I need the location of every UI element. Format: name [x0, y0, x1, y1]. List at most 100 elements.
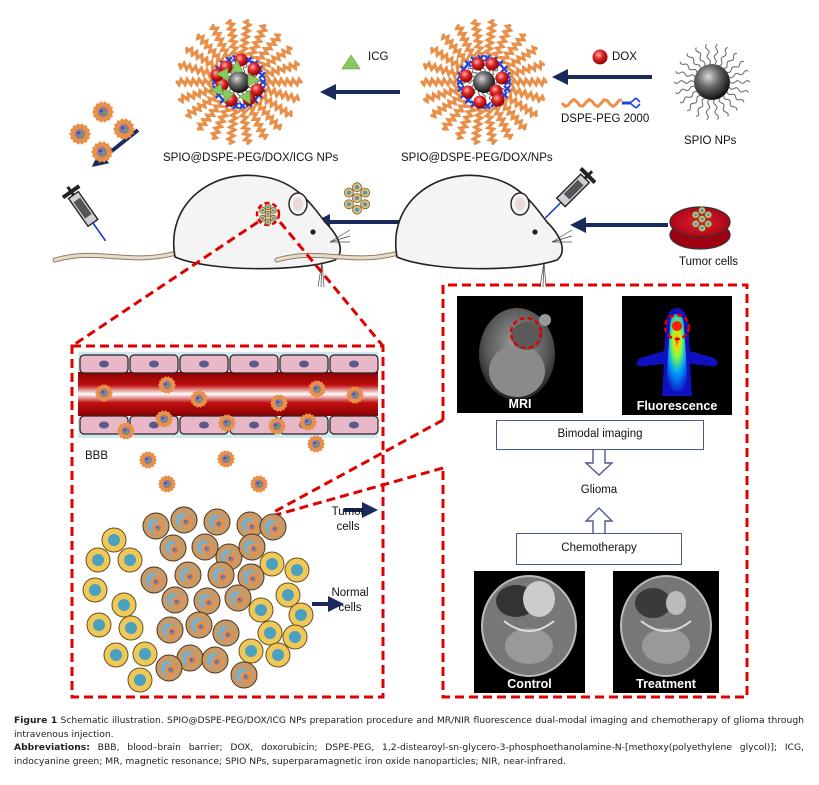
glioma-label: Glioma: [580, 484, 618, 496]
cell-nucleus: [266, 205, 270, 209]
tumor-cells-label-line1: Tumor: [331, 506, 365, 518]
peg-chain: [259, 92, 293, 119]
dox-label: DOX: [612, 51, 637, 63]
circulating-nanoparticle: [250, 475, 268, 493]
np-core: [312, 384, 322, 394]
ligand-chain: [727, 60, 745, 74]
mouse-whisker: [329, 229, 351, 243]
np-dot: [305, 420, 308, 423]
peg-chain: [262, 84, 301, 104]
fluorescence-tumor-circle: [663, 313, 691, 341]
spio-core: [694, 64, 730, 100]
icg-legend-icon: [341, 54, 361, 70]
syringe-needle: [92, 222, 107, 242]
np-dot: [104, 393, 107, 396]
internalized-nanoparticle: [211, 656, 223, 668]
np-dot: [199, 625, 201, 628]
zoom-line-left: [71, 220, 259, 348]
normal-cell-nucleus: [92, 554, 104, 566]
np-dot: [228, 635, 230, 637]
np-dot: [352, 393, 355, 396]
np-core: [198, 624, 204, 630]
peg-chain: [469, 19, 486, 58]
np-dot: [161, 417, 164, 420]
cell-nucleus: [261, 216, 265, 220]
syringe-needle: [544, 201, 562, 219]
np-dot: [100, 109, 103, 113]
ligand-chain: [679, 90, 697, 104]
np-dot: [184, 520, 186, 523]
np-core: [155, 525, 161, 531]
dox-molecule: [250, 83, 264, 97]
normal-cell-nucleus: [89, 584, 101, 596]
icg-molecule: [230, 59, 244, 73]
np-dot: [221, 575, 223, 578]
np-dot: [227, 423, 230, 426]
np-core: [183, 519, 189, 525]
ligand-chain: [719, 46, 729, 67]
dox-molecule: [471, 57, 485, 71]
np-dot: [238, 598, 240, 601]
ligand-chain: [723, 95, 738, 111]
np-dot: [240, 600, 242, 602]
chemotherapy-label: Chemotherapy: [561, 542, 637, 554]
np-core: [250, 576, 256, 582]
mouse-whisker: [321, 261, 325, 288]
peg-chain: [507, 59, 546, 80]
np-core: [350, 390, 360, 400]
cell-nucleus: [694, 213, 698, 217]
ligand-chain: [679, 61, 698, 73]
mri-scan-graphic: [479, 308, 555, 400]
normal-cell-nucleus: [108, 534, 120, 546]
internalized-nanoparticle: [246, 521, 258, 533]
ligand-chain: [728, 86, 749, 94]
mouse-whisker: [317, 261, 323, 288]
circulating-nanoparticle: [218, 414, 236, 432]
normal-cells-label-line2: cells: [338, 602, 362, 614]
treatment-caption: Treatment: [636, 677, 696, 691]
dox-nanoparticle-label: SPIO@DSPE-PEG/DOX/NPs: [401, 152, 553, 164]
zoom-line-right: [278, 221, 385, 347]
circulating-nanoparticle: [158, 475, 176, 493]
arrow-down-to-glioma: [584, 450, 614, 476]
spio-nps-label: SPIO NPs: [684, 135, 737, 147]
small-nanoparticle: [113, 118, 135, 140]
np-dot: [207, 601, 209, 604]
internalized-nanoparticle: [166, 626, 178, 638]
internalized-nanoparticle: [180, 516, 192, 528]
syringe-plunger: [66, 185, 75, 196]
mri-image: MRI: [457, 296, 583, 413]
iv-injection-syringe: [61, 184, 107, 242]
bimodal-imaging-label: Bimodal imaging: [557, 428, 643, 440]
np-dot: [308, 422, 311, 425]
np-core: [243, 674, 249, 680]
np-dot: [172, 632, 174, 634]
cell-nucleus: [700, 208, 704, 213]
np-core: [153, 579, 159, 585]
circulating-nanoparticle: [346, 386, 364, 404]
endothelial-nucleus: [349, 360, 359, 368]
internalized-nanoparticle: [186, 654, 198, 666]
cell-nucleus: [354, 207, 360, 212]
mouse-eye: [310, 229, 316, 235]
nanoparticle-cluster-icon: [69, 101, 135, 163]
peg-chain: [482, 19, 498, 58]
peg-chain: [441, 99, 470, 131]
ligand-chain: [237, 91, 241, 105]
cell-nucleus: [266, 220, 270, 224]
np-core: [121, 426, 131, 436]
np-core: [216, 521, 222, 527]
peg-chain: [224, 19, 241, 58]
abbreviations-heading: Abbreviations:: [14, 742, 90, 753]
ligand-chain: [695, 47, 706, 66]
np-dot: [275, 529, 277, 531]
internalized-nanoparticle: [225, 553, 237, 565]
np-dot: [224, 421, 227, 424]
mouse-body: [394, 174, 563, 270]
figure-artwork: [52, 19, 751, 699]
np-dot: [256, 482, 259, 485]
peg-chain: [490, 104, 515, 140]
normal-cell-nucleus: [272, 649, 284, 661]
normal-cell-nucleus: [125, 622, 137, 634]
np-core: [222, 418, 232, 428]
